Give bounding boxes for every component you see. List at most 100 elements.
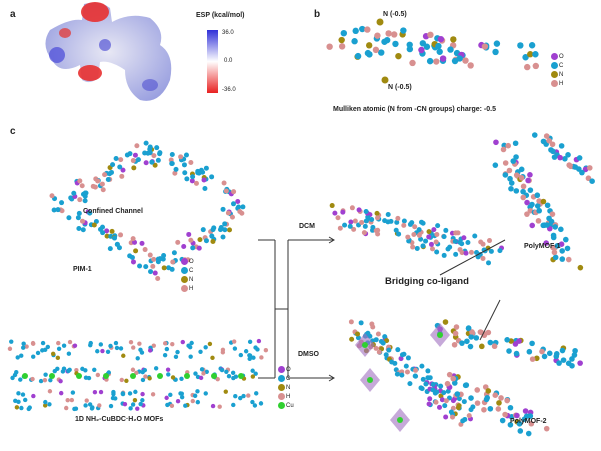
colorbar-tick-max: 36.0 (222, 30, 234, 36)
atom (413, 367, 419, 373)
atom (411, 231, 417, 237)
atom (399, 352, 405, 358)
atom (376, 349, 382, 355)
atom (259, 355, 264, 360)
atom (488, 248, 494, 254)
atom (569, 362, 575, 369)
atom (129, 255, 135, 261)
atom (529, 201, 535, 208)
atom (375, 215, 381, 221)
atom (520, 183, 527, 190)
atom (342, 222, 348, 228)
atom (203, 238, 209, 244)
atom (170, 341, 175, 347)
atom (543, 133, 550, 139)
atom (374, 32, 381, 39)
atom (98, 389, 104, 395)
legend-mof-H: H (278, 393, 290, 400)
atom (190, 174, 196, 180)
atom (224, 369, 229, 375)
atom (215, 376, 220, 382)
atom (562, 156, 568, 162)
atom (528, 420, 535, 427)
atom (506, 167, 513, 174)
atom (362, 342, 368, 348)
atom (355, 331, 361, 337)
atom (391, 31, 398, 38)
atom (348, 219, 354, 225)
atom (135, 157, 141, 163)
atom (186, 343, 191, 348)
atom (180, 339, 185, 345)
atom (443, 398, 449, 404)
atom (69, 397, 75, 403)
atom (133, 248, 139, 254)
atom (77, 178, 83, 184)
atom (49, 373, 55, 379)
atom (251, 355, 256, 360)
atom (204, 369, 209, 374)
atom (10, 375, 15, 381)
atom-swatch-icon (551, 62, 558, 69)
atom (201, 177, 207, 183)
colorbar-tick-mid: 0.0 (224, 58, 233, 64)
atom (473, 335, 480, 341)
atom (456, 396, 462, 402)
atom (400, 27, 407, 34)
atom (450, 398, 456, 404)
atom (165, 402, 170, 408)
atom (469, 329, 475, 335)
atom (134, 370, 139, 376)
atom (221, 180, 227, 186)
atom (539, 348, 545, 355)
atom (137, 341, 142, 346)
legend-text: C (286, 376, 291, 383)
atom (231, 189, 237, 195)
atom (256, 338, 262, 344)
atom (423, 381, 429, 387)
atom (42, 347, 48, 353)
atom (230, 370, 236, 375)
atom (374, 210, 380, 216)
atom (552, 254, 559, 261)
atom (22, 373, 28, 379)
atom (423, 43, 431, 50)
atom (143, 374, 148, 379)
atom (47, 402, 52, 407)
legend-text: H (559, 81, 564, 88)
atom (95, 372, 101, 378)
atom (117, 164, 123, 170)
atom (132, 152, 138, 158)
atom (196, 245, 202, 251)
atom (138, 401, 143, 407)
atom (363, 218, 369, 224)
panel-label-a: a (10, 9, 16, 20)
atom (30, 376, 35, 382)
atom (572, 347, 578, 354)
atom (352, 27, 359, 35)
atom (450, 375, 457, 382)
atom (190, 245, 196, 251)
atom (498, 395, 504, 401)
atom-swatch-icon (551, 80, 558, 87)
atom (61, 343, 67, 348)
atom (577, 360, 583, 366)
atom (348, 319, 354, 325)
atom (394, 371, 400, 377)
atom (79, 183, 85, 189)
esp-surface (45, 2, 172, 101)
atom (147, 150, 153, 156)
atom (189, 178, 195, 184)
legend-pim-H: H (181, 285, 193, 292)
dcm-label: DCM (299, 223, 315, 230)
atom (108, 343, 113, 349)
atom (87, 402, 93, 407)
atom (238, 395, 243, 401)
atom (161, 252, 167, 258)
atom (217, 404, 222, 409)
atom (95, 349, 100, 354)
atom (540, 198, 547, 205)
atom (181, 244, 187, 250)
atom (416, 227, 422, 233)
atom (130, 402, 136, 407)
